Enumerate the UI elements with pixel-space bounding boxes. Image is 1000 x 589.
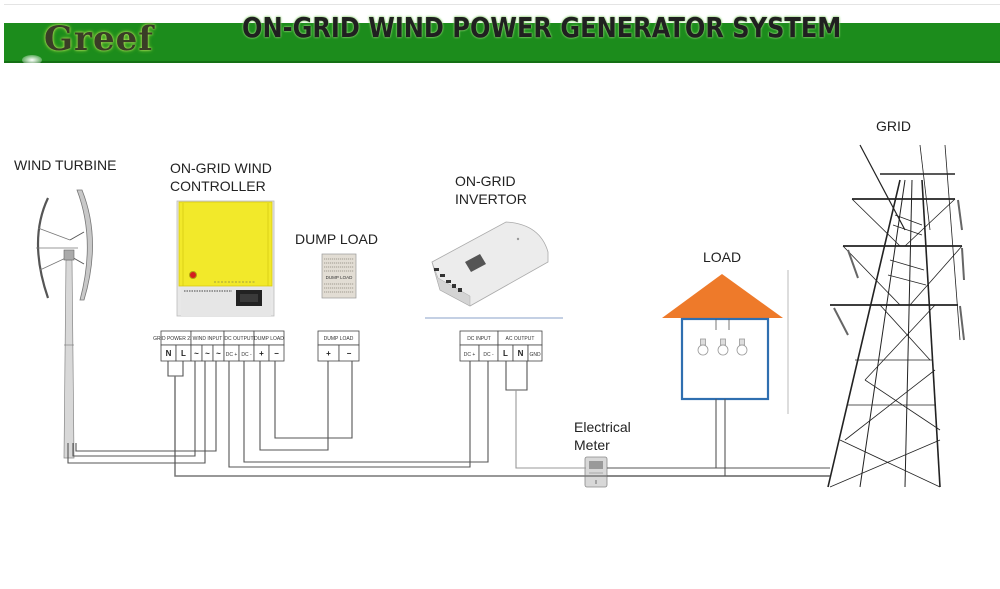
brand-logo: Greef bbox=[44, 19, 154, 59]
terminal-label: DC + bbox=[464, 352, 476, 358]
wire-ac-loop bbox=[505, 361, 528, 391]
terminal-cell bbox=[527, 344, 543, 362]
terminal-label: L bbox=[503, 349, 508, 358]
load-house bbox=[662, 270, 789, 414]
terminal-cell bbox=[338, 344, 360, 362]
inverter-device bbox=[425, 221, 563, 319]
wire-wind-phase-3 bbox=[75, 361, 217, 452]
page-title: ON-GRID WIND POWER GENERATOR SYSTEM bbox=[242, 11, 842, 44]
turbine-pole bbox=[63, 259, 75, 459]
terminal-label: GND bbox=[529, 352, 541, 358]
terminal-label: DC - bbox=[483, 352, 494, 358]
terminal-group-label: DC OUTPUT bbox=[224, 336, 253, 342]
terminal-label: − bbox=[274, 349, 279, 358]
dump-load-label: DUMP LOAD bbox=[295, 231, 378, 247]
grid-tower bbox=[827, 144, 965, 488]
terminal-group-label: DUMP LOAD bbox=[324, 336, 354, 342]
wire-wind-phase-1 bbox=[72, 361, 196, 457]
dump-load-terminal-block: DUMP LOAD + − bbox=[317, 330, 360, 362]
terminal-label: + bbox=[326, 349, 331, 358]
wind-turbine bbox=[36, 189, 93, 459]
grid-label: GRID bbox=[876, 118, 911, 134]
wire-dump-positive bbox=[259, 361, 329, 451]
terminal-label: DC + bbox=[226, 352, 238, 358]
controller-power-led bbox=[189, 271, 197, 279]
terminal-group-label: DUMP LOAD bbox=[254, 336, 284, 342]
electrical-meter bbox=[584, 456, 608, 488]
inverter-label-line1: ON-GRID bbox=[455, 173, 516, 189]
load-label: LOAD bbox=[703, 249, 742, 265]
inverter-body bbox=[431, 221, 549, 307]
inverter-terminal-block: DC INPUT DC + DC - AC OUTPUT L N GND bbox=[459, 330, 543, 362]
house-walls bbox=[680, 317, 770, 401]
wire-dc-positive bbox=[228, 361, 471, 468]
terminal-group-label: DC INPUT bbox=[467, 336, 491, 342]
house-roof bbox=[662, 274, 783, 318]
wire-dc-negative bbox=[243, 361, 489, 463]
meter-label-line2: Meter bbox=[574, 437, 610, 453]
controller-label-line2: CONTROLLER bbox=[170, 178, 266, 194]
terminal-label: − bbox=[347, 349, 352, 358]
terminal-label: N bbox=[166, 349, 172, 358]
dump-load-device-text: DUMP LOAD bbox=[326, 275, 353, 280]
terminal-group-label: WIND INPUT bbox=[193, 336, 223, 342]
controller-device bbox=[176, 200, 275, 317]
logo-glow bbox=[22, 55, 42, 65]
light-bulbs bbox=[697, 338, 748, 356]
terminal-label: L bbox=[181, 349, 186, 358]
terminal-label: + bbox=[259, 349, 264, 358]
terminal-label: N bbox=[518, 349, 524, 358]
wire-dump-negative bbox=[274, 361, 353, 439]
turbine-blade-left bbox=[36, 197, 50, 299]
header-banner: Greef ON-GRID WIND POWER GENERATOR SYSTE… bbox=[4, 4, 1000, 65]
terminal-label: DC - bbox=[241, 352, 252, 358]
controller-label-line1: ON-GRID WIND bbox=[170, 160, 272, 176]
terminal-cell bbox=[268, 344, 285, 362]
wiring bbox=[67, 361, 830, 477]
wire-grid-power-loop bbox=[167, 361, 184, 377]
terminal-label: ~ bbox=[194, 349, 199, 358]
terminal-group-label: AC OUTPUT bbox=[506, 336, 535, 342]
banner-green-bar bbox=[4, 23, 1000, 63]
wire-wind-phase-2 bbox=[67, 361, 206, 464]
wire-ac-to-meter bbox=[515, 390, 586, 469]
terminal-group-label: GRID POWER 220V bbox=[153, 336, 200, 342]
inverter-label-line2: INVERTOR bbox=[455, 191, 527, 207]
inverter-display bbox=[465, 254, 486, 272]
turbine-hub bbox=[63, 249, 75, 261]
meter-label-line1: Electrical bbox=[574, 419, 631, 435]
turbine-blade-right bbox=[76, 189, 93, 301]
terminal-label: ~ bbox=[216, 349, 221, 358]
dump-load-device: DUMP LOAD bbox=[321, 253, 357, 299]
terminal-label: ~ bbox=[205, 349, 210, 358]
wind-turbine-label: WIND TURBINE bbox=[14, 157, 117, 173]
